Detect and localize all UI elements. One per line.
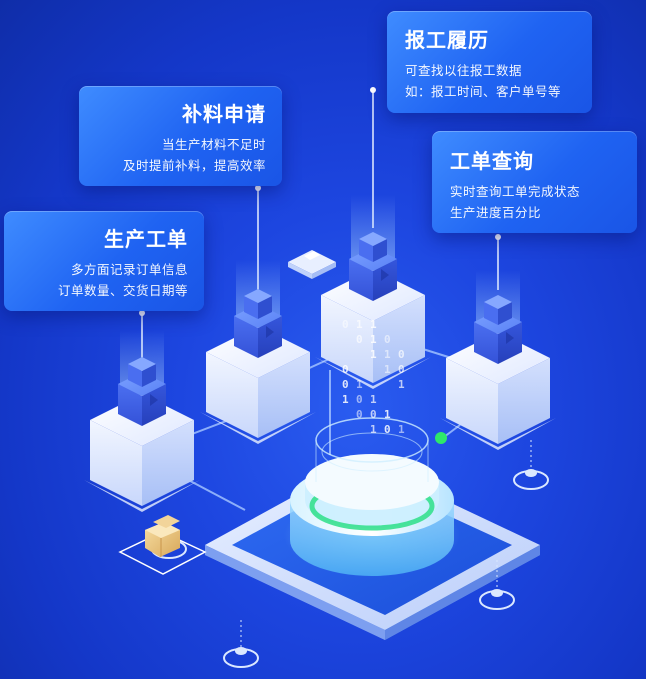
card-title: 报工履历 [405,28,489,52]
card-title: 补料申请 [182,102,266,126]
card-line: 实时查询工单完成状态 [450,184,581,199]
card-line: 可查找以往报工数据 [405,63,523,78]
callout-dot-material [255,185,261,191]
card-line: 生产进度百分比 [450,205,542,220]
central-data-cylinder [284,417,460,577]
target-dot [235,647,247,655]
callout-dot-query [495,234,501,240]
target-dot [525,469,537,477]
binary-digit: 0 [356,333,363,346]
binary-digit: 1 [342,393,349,406]
card-line: 多方面记录订单信息 [70,262,188,277]
binary-digit: 1 [398,378,405,391]
binary-digit: 0 [384,333,391,346]
card-line: 及时提前补料，提高效率 [122,158,266,173]
target-dot [491,589,503,597]
card-line: 如：报工时间、客户单号等 [405,84,562,99]
server-node-query [440,270,556,450]
card-line: 当生产材料不足时 [161,137,266,152]
callout-dot-history [370,87,376,93]
binary-digit: 0 [356,408,363,421]
binary-digit: 1 [398,423,405,436]
binary-digit: 0 [370,408,377,421]
card-title: 工单查询 [450,149,534,173]
binary-digit: 1 [370,393,377,406]
binary-digit: 0 [384,423,391,436]
card-production-order: 生产工单 多方面记录订单信息 订单数量、交货日期等 [4,211,204,311]
server-node-material [200,260,316,444]
card-line: 订单数量、交货日期等 [57,283,188,298]
binary-digit: 1 [384,348,391,361]
server-node-production [84,330,200,512]
decorative-tile-top [288,250,336,279]
card-work-report-history: 报工履历 可查找以往报工数据 如：报工时间、客户单号等 [387,11,592,113]
binary-digit: 1 [384,363,391,376]
binary-digit: 0 [342,318,349,331]
binary-digit: 1 [370,333,377,346]
binary-digit: 1 [384,408,391,421]
callout-dot-production [139,310,145,316]
binary-digit: 1 [356,318,363,331]
server-node-history [315,195,431,389]
binary-digit: 0 [356,393,363,406]
decorative-tile-bottom-left [118,515,207,575]
binary-digit: 1 [356,378,363,391]
binary-digit: 1 [370,318,377,331]
card-work-order-query: 工单查询 实时查询工单完成状态 生产进度百分比 [432,131,637,233]
status-dot-green [435,432,447,444]
binary-digit: 1 [370,423,377,436]
card-title: 生产工单 [104,227,188,251]
binary-digit: 1 [370,348,377,361]
binary-digit: 0 [398,348,405,361]
binary-digit: 0 [342,363,349,376]
binary-digit: 0 [342,378,349,391]
binary-digit: 0 [398,363,405,376]
card-material-request: 补料申请 当生产材料不足时 及时提前补料，提高效率 [79,86,282,186]
